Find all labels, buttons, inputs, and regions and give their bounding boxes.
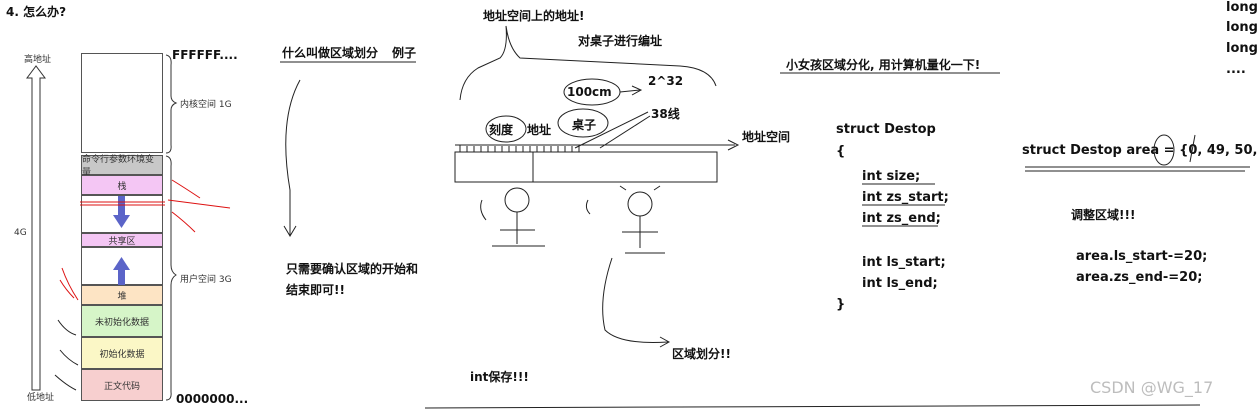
- red-scribble-1: [172, 180, 200, 198]
- ruler-ticks: [460, 145, 579, 152]
- red-scribble-2: [168, 200, 230, 208]
- question-arrow: [286, 80, 300, 235]
- stack-down-arrow: [113, 196, 130, 228]
- figure-right: [586, 186, 665, 253]
- zero-circle: [1154, 135, 1174, 165]
- desk-brace: [460, 26, 716, 100]
- region-split-arrow: [603, 258, 668, 343]
- scale-oval: [486, 116, 526, 142]
- table-oval: [558, 109, 608, 137]
- length-oval: [564, 79, 620, 105]
- figure-left: [481, 188, 545, 246]
- red-scribble-3: [172, 212, 195, 232]
- heap-up-arrow: [113, 257, 130, 285]
- red-scribble-left: [62, 268, 78, 300]
- high-low-arrow: [27, 66, 45, 390]
- user-brace: [166, 156, 176, 400]
- desk-rect: [455, 152, 717, 182]
- kernel-brace: [166, 55, 176, 153]
- scribble-text: [55, 375, 76, 390]
- scribble-data: [60, 350, 78, 365]
- scribble-bss: [58, 320, 76, 335]
